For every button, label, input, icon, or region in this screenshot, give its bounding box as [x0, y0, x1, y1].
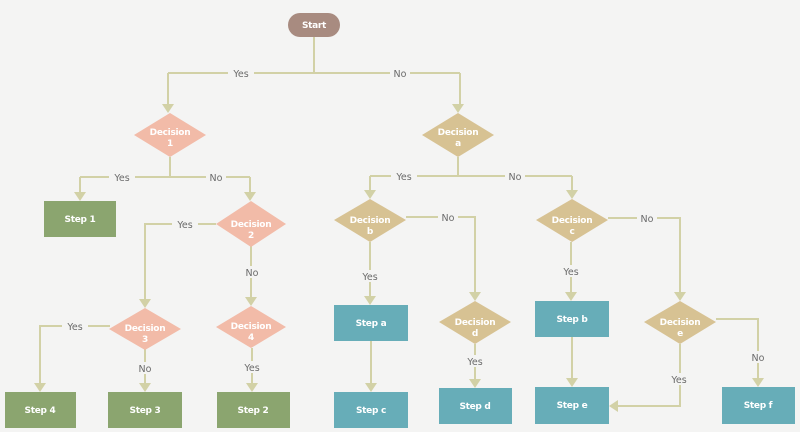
- svg-text:Step 3: Step 3: [130, 406, 161, 416]
- step-f[interactable]: Step f: [722, 387, 795, 424]
- svg-text:Step 4: Step 4: [25, 406, 56, 416]
- svg-text:Step b: Step b: [556, 315, 588, 325]
- edge-label-d2-yes: Yes: [176, 220, 192, 231]
- edge-label-dc-yes: Yes: [562, 267, 578, 278]
- edge-label-db-no: No: [442, 213, 455, 224]
- decision-b[interactable]: Decision b: [334, 199, 406, 242]
- step-1[interactable]: Step 1: [44, 201, 116, 237]
- svg-text:Decision: Decision: [350, 216, 391, 226]
- svg-text:Step 2: Step 2: [238, 406, 269, 416]
- edge-label-start-yes: Yes: [232, 69, 248, 80]
- svg-text:a: a: [455, 139, 461, 149]
- edge-label-da-yes: Yes: [395, 172, 411, 183]
- svg-text:1: 1: [167, 139, 173, 149]
- decision-3[interactable]: Decision 3: [109, 308, 181, 350]
- svg-text:e: e: [677, 329, 683, 339]
- edge-label-d3-no: No: [139, 364, 152, 375]
- svg-text:3: 3: [142, 335, 148, 345]
- svg-text:Step e: Step e: [557, 401, 588, 411]
- svg-text:2: 2: [248, 231, 254, 241]
- svg-text:Decision: Decision: [231, 220, 272, 230]
- svg-text:Decision: Decision: [455, 318, 496, 328]
- edge-label-dc-no: No: [641, 214, 654, 225]
- svg-text:Step 1: Step 1: [65, 215, 96, 225]
- decision-c[interactable]: Decision c: [536, 199, 608, 242]
- svg-text:Decision: Decision: [660, 318, 701, 328]
- arrowheads: [34, 104, 764, 412]
- svg-text:Decision: Decision: [552, 216, 593, 226]
- edge-label-da-no: No: [509, 172, 522, 183]
- edge-label-db-yes: Yes: [361, 272, 377, 283]
- svg-text:Step c: Step c: [356, 406, 386, 416]
- edge-label-start-no: No: [394, 69, 407, 80]
- edge-label-de-no: No: [752, 353, 765, 364]
- svg-text:Decision: Decision: [438, 128, 479, 138]
- svg-text:Decision: Decision: [150, 128, 191, 138]
- svg-text:c: c: [569, 227, 574, 237]
- step-3[interactable]: Step 3: [108, 392, 182, 428]
- step-e[interactable]: Step e: [535, 387, 609, 424]
- edge-label-d3-yes: Yes: [66, 322, 82, 333]
- svg-text:b: b: [367, 227, 374, 237]
- decision-4[interactable]: Decision 4: [216, 306, 286, 348]
- decision-1[interactable]: Decision 1: [134, 113, 206, 157]
- svg-text:Step f: Step f: [744, 401, 773, 411]
- edge-label-dd-yes: Yes: [466, 357, 482, 368]
- step-d[interactable]: Step d: [439, 388, 512, 424]
- step-4[interactable]: Step 4: [5, 392, 76, 428]
- step-c[interactable]: Step c: [334, 392, 408, 428]
- edge-label-d1-yes: Yes: [113, 173, 129, 184]
- start-node[interactable]: Start: [288, 13, 340, 37]
- edge-label-d4-yes: Yes: [243, 363, 259, 374]
- edge-labels: Yes No Yes No Yes No Yes No Yes Yes No N…: [62, 67, 768, 386]
- svg-text:Decision: Decision: [125, 324, 166, 334]
- decision-e[interactable]: Decision e: [644, 301, 716, 344]
- svg-text:d: d: [472, 329, 478, 339]
- edge-label-de-yes: Yes: [670, 375, 686, 386]
- decision-d[interactable]: Decision d: [439, 301, 511, 344]
- edge-label-d1-no: No: [210, 173, 223, 184]
- decision-a[interactable]: Decision a: [422, 113, 494, 157]
- svg-text:Decision: Decision: [231, 322, 272, 332]
- svg-text:Start: Start: [302, 21, 327, 31]
- step-2[interactable]: Step 2: [217, 392, 290, 428]
- svg-text:Step a: Step a: [356, 319, 387, 329]
- svg-text:Step d: Step d: [459, 402, 490, 412]
- step-b[interactable]: Step b: [535, 301, 609, 337]
- edge-label-d2-no: No: [246, 268, 259, 279]
- decision-2[interactable]: Decision 2: [216, 201, 286, 247]
- svg-text:4: 4: [248, 333, 254, 343]
- step-a[interactable]: Step a: [334, 305, 408, 341]
